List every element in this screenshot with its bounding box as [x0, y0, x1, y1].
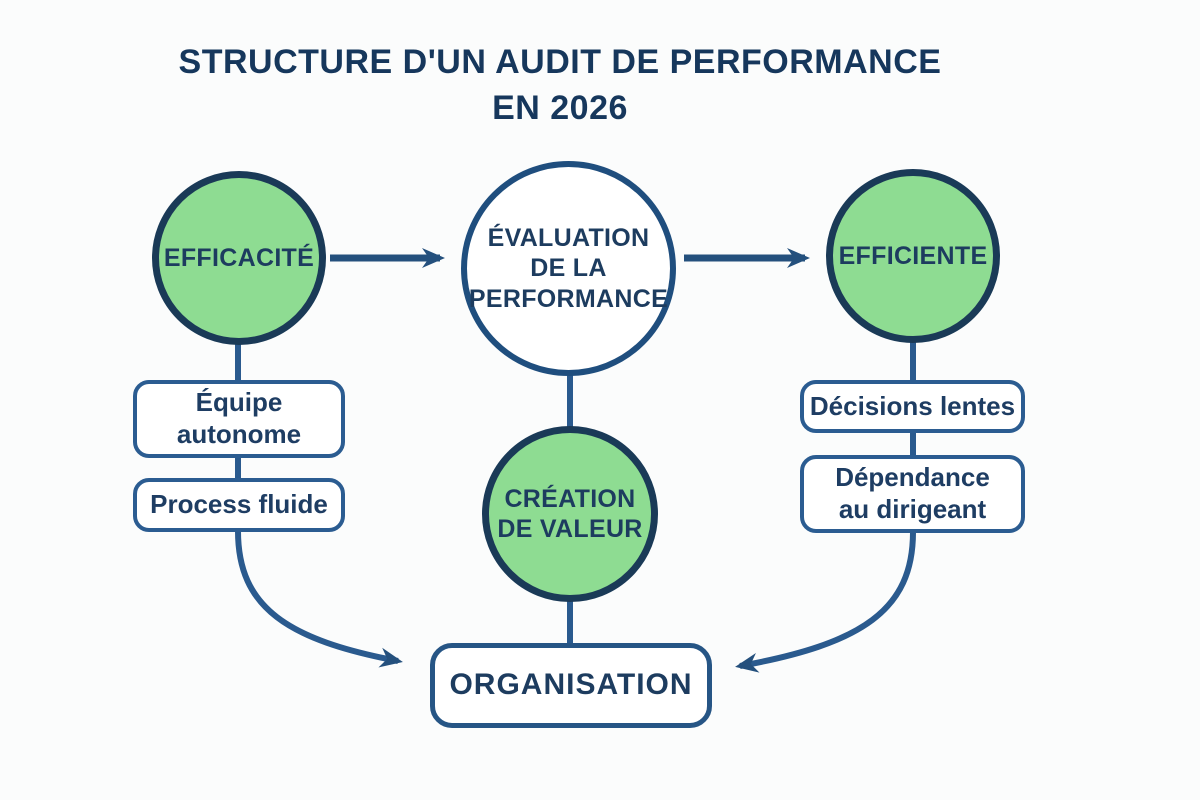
node-dependance-label: Dépendance au dirigeant: [835, 462, 990, 524]
node-creation-label: CRÉATION DE VALEUR: [497, 484, 643, 544]
node-evaluation-performance: ÉVALUATION DE LA PERFORMANCE: [461, 161, 676, 376]
node-dependance-dirigeant: Dépendance au dirigeant: [800, 455, 1025, 533]
curved-arrow-process-to-organisation: [235, 530, 403, 668]
node-efficiente-label: EFFICIENTE: [838, 241, 988, 270]
node-efficacite: EFFICACITÉ: [152, 171, 326, 345]
node-creation-de-valeur: CRÉATION DE VALEUR: [482, 426, 658, 602]
node-equipe-autonome: Équipe autonome: [133, 380, 345, 458]
node-decisions-lentes: Décisions lentes: [800, 380, 1025, 433]
node-process-label: Process fluide: [150, 489, 328, 520]
curved-arrow-dependance-to-organisation: [735, 531, 916, 673]
node-equipe-label: Équipe autonome: [176, 387, 302, 449]
node-organisation-label: ORGANISATION: [449, 668, 693, 702]
node-evaluation-label: ÉVALUATION DE LA PERFORMANCE: [468, 223, 669, 313]
node-organisation: ORGANISATION: [430, 643, 712, 728]
node-decisions-label: Décisions lentes: [809, 390, 1016, 421]
node-efficiente: EFFICIENTE: [826, 169, 1000, 343]
diagram-title: STRUCTURE D'UN AUDIT DE PERFORMANCE EN 2…: [178, 43, 942, 127]
node-process-fluide: Process fluide: [133, 478, 345, 532]
node-efficacite-label: EFFICACITÉ: [163, 243, 315, 272]
